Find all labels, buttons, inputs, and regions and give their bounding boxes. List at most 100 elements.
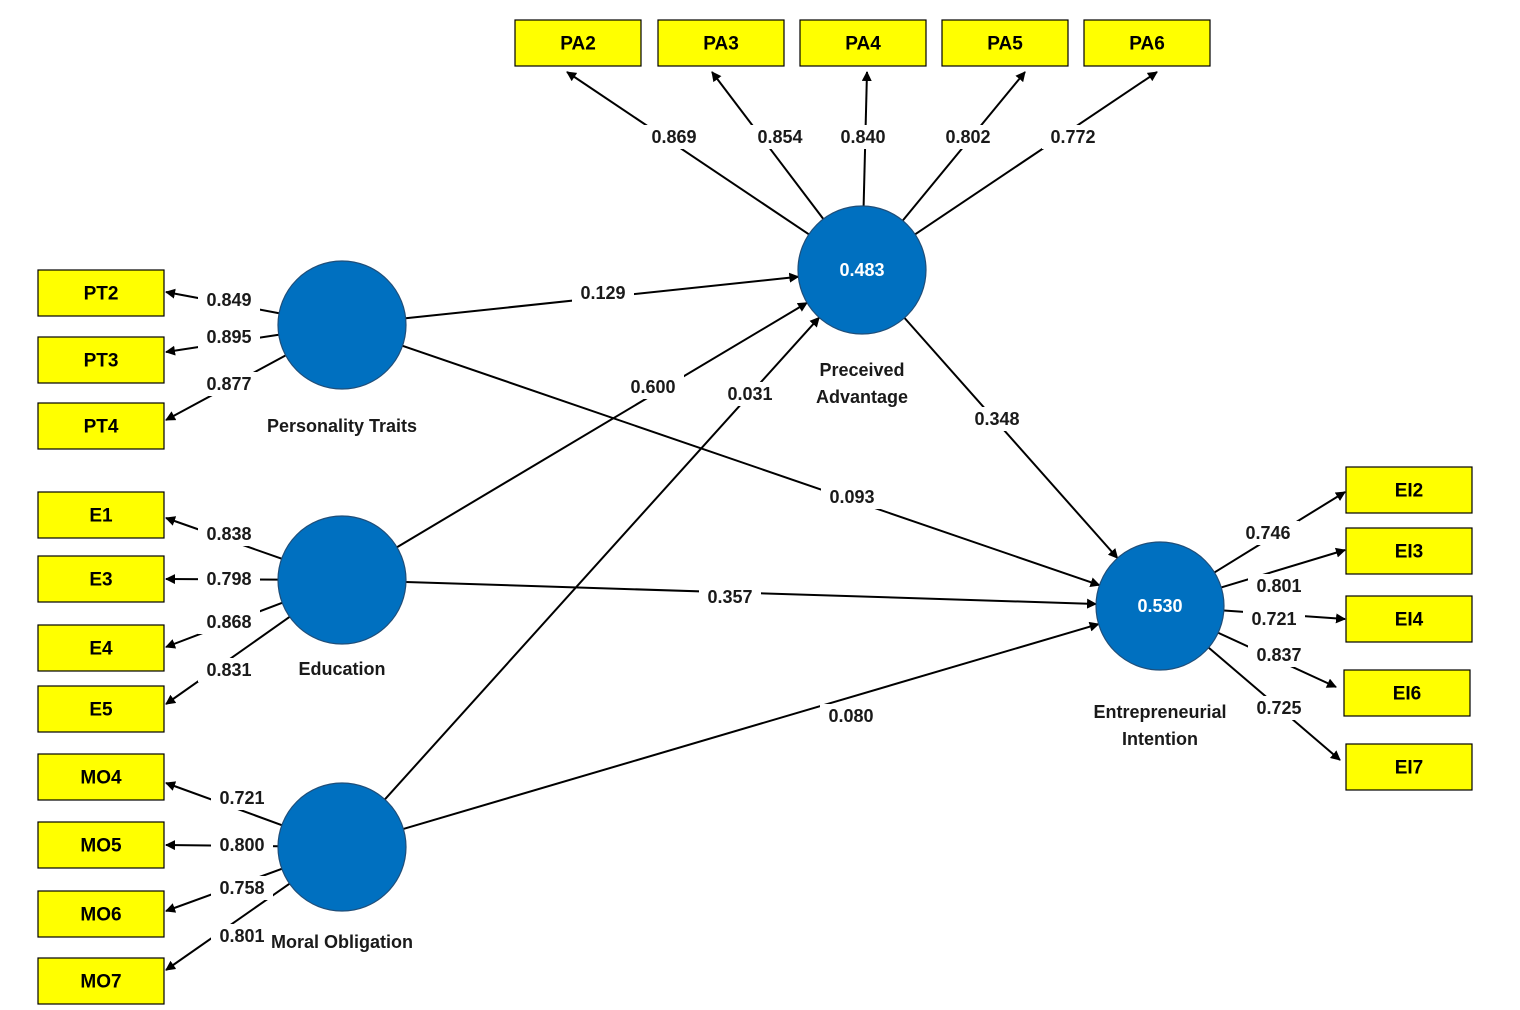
path-coefficient-pa-ei: 0.348 — [966, 407, 1028, 431]
loading-label-e5: 0.831 — [198, 658, 260, 682]
indicator-box — [37, 957, 165, 1005]
indicator-box — [37, 890, 165, 938]
indicator-pa2: PA2 — [514, 19, 642, 67]
loading-label-e1-background — [198, 522, 260, 546]
indicator-label: MO5 — [80, 836, 122, 857]
loading-label-e1-value: 0.838 — [206, 524, 251, 544]
indicator-box — [1343, 669, 1471, 717]
latent-circle — [1095, 541, 1225, 671]
latent-label: Preceived — [819, 360, 904, 380]
path-coefficient-pt-ei: 0.093 — [821, 485, 883, 509]
indicator-ei6: EI6 — [1343, 669, 1471, 717]
loading-label-pt4-background — [198, 372, 260, 396]
indicator-label: E4 — [89, 639, 113, 660]
indicator-label: MO4 — [80, 768, 122, 789]
loading-label-mo6-background — [211, 876, 273, 900]
loading-label-pt4-value: 0.877 — [206, 374, 251, 394]
path-arrow-pa-ei — [903, 317, 1119, 559]
loading-label-pa5: 0.802 — [937, 125, 999, 149]
indicator-box — [799, 19, 927, 67]
indicator-pa3: PA3 — [657, 19, 785, 67]
latent-pt: Personality Traits — [267, 260, 417, 436]
loading-label-e3: 0.798 — [198, 567, 260, 591]
indicator-pa4: PA4 — [799, 19, 927, 67]
indicator-ei2: EI2 — [1345, 466, 1473, 514]
indicator-box — [37, 624, 165, 672]
indicator-label: EI6 — [1393, 684, 1422, 705]
path-coefficient-mo-ei-value: 0.080 — [828, 706, 873, 726]
indicator-box — [1345, 466, 1473, 514]
loading-label-ei7-background — [1248, 696, 1310, 720]
indicator-label: PA4 — [845, 34, 881, 55]
loading-label-mo6-value: 0.758 — [219, 878, 264, 898]
loading-label-pt3-value: 0.895 — [206, 327, 251, 347]
path-arrow-mo-ei — [403, 621, 1100, 830]
loading-arrow-ei3 — [1220, 547, 1346, 589]
path-arrow-ed-pa — [396, 301, 808, 549]
loading-label-pa5-background — [937, 125, 999, 149]
loading-label-ei6: 0.837 — [1248, 643, 1310, 667]
indicator-label: E1 — [89, 506, 113, 527]
indicator-e3: E3 — [37, 555, 165, 603]
indicator-label: PT4 — [84, 417, 119, 438]
indicator-label: EI2 — [1395, 481, 1424, 502]
indicator-label: E5 — [89, 700, 113, 721]
loading-label-ei4-value: 0.721 — [1251, 609, 1296, 629]
loading-label-pa2-background — [643, 125, 705, 149]
indicator-label: PA5 — [987, 34, 1023, 55]
indicator-label: E3 — [89, 570, 112, 591]
loading-label-mo6: 0.758 — [211, 876, 273, 900]
latent-label: Entrepreneurial — [1093, 702, 1226, 722]
loading-label-ei2-value: 0.746 — [1245, 523, 1290, 543]
indicator-e1: E1 — [37, 491, 165, 539]
path-coefficient-pa-ei-background — [966, 407, 1028, 431]
indicator-box — [514, 19, 642, 67]
latent-circle — [277, 515, 407, 645]
loading-label-pa2-value: 0.869 — [651, 127, 696, 147]
path-coefficient-ed-ei-background — [699, 585, 761, 609]
indicator-box — [37, 821, 165, 869]
path-coefficient-mo-pa-value: 0.031 — [727, 384, 772, 404]
path-coefficient-pt-pa: 0.129 — [572, 281, 634, 305]
loading-label-e3-background — [198, 567, 260, 591]
latent-mo: Moral Obligation — [271, 782, 413, 952]
loading-label-pt3: 0.895 — [198, 325, 260, 349]
indicator-box — [37, 402, 165, 450]
indicator-pa5: PA5 — [941, 19, 1069, 67]
indicator-e5: E5 — [37, 685, 165, 733]
indicator-box — [1345, 743, 1473, 791]
indicator-mo7: MO7 — [37, 957, 165, 1005]
indicator-label: EI4 — [1395, 610, 1424, 631]
indicator-box — [37, 555, 165, 603]
indicator-mo4: MO4 — [37, 753, 165, 801]
indicator-label: EI3 — [1395, 542, 1424, 563]
indicator-ei7: EI7 — [1345, 743, 1473, 791]
loading-label-pa3-value: 0.854 — [757, 127, 802, 147]
indicator-mo5: MO5 — [37, 821, 165, 869]
loading-label-e1: 0.838 — [198, 522, 260, 546]
indicator-label: PA3 — [703, 34, 739, 55]
path-coefficient-ed-ei-value: 0.357 — [707, 587, 752, 607]
indicator-box — [1083, 19, 1211, 67]
loading-label-pa3-background — [749, 125, 811, 149]
path-coefficient-pt-ei-value: 0.093 — [829, 487, 874, 507]
loading-label-pa3: 0.854 — [749, 125, 811, 149]
latent-label: Intention — [1122, 729, 1198, 749]
indicator-box — [657, 19, 785, 67]
path-coefficient-ed-pa-background — [622, 375, 684, 399]
loading-label-pt2-background — [198, 288, 260, 312]
path-coefficient-mo-pa: 0.031 — [719, 382, 781, 406]
loading-label-mo7-value: 0.801 — [219, 926, 264, 946]
latent-label: Personality Traits — [267, 416, 417, 436]
indicator-box — [1345, 527, 1473, 575]
indicator-label: EI7 — [1395, 758, 1424, 779]
latent-ed: Education — [277, 515, 407, 679]
loading-label-e4-value: 0.868 — [206, 612, 251, 632]
indicator-ei4: EI4 — [1345, 595, 1473, 643]
indicator-label: PT2 — [84, 284, 119, 305]
loading-label-ei7: 0.725 — [1248, 696, 1310, 720]
loading-label-ei4-background — [1243, 607, 1305, 631]
